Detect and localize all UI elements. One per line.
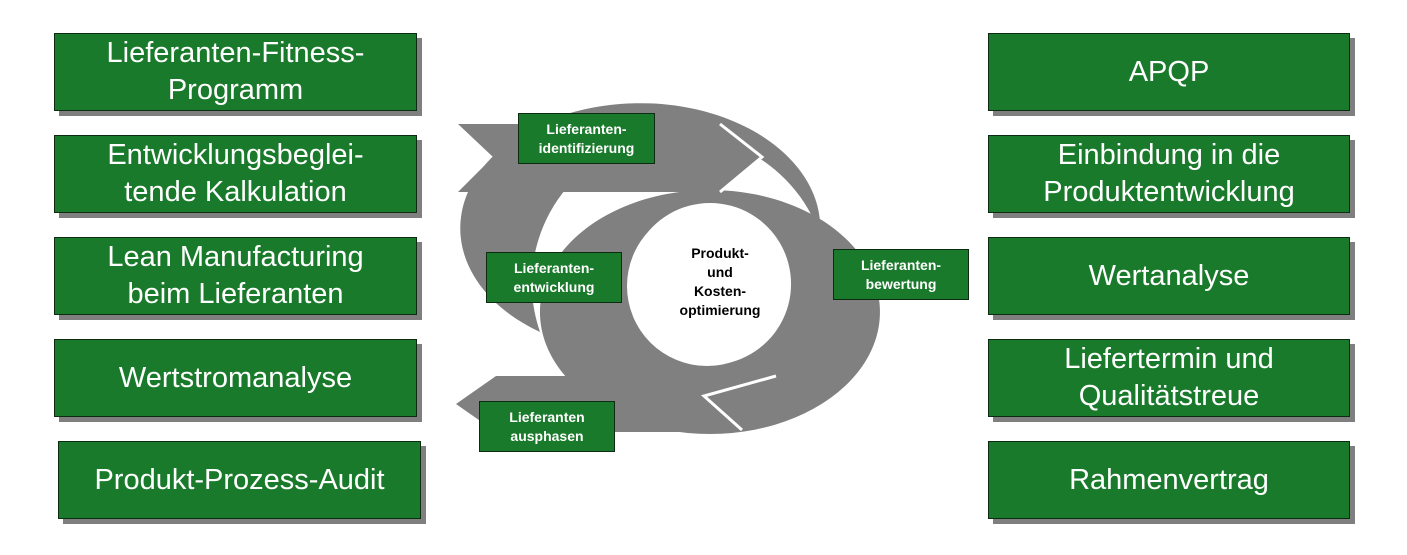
method-box-wertstrom: Wertstromanalyse xyxy=(54,339,417,417)
method-box-audit: Produkt-Prozess-Audit xyxy=(58,441,421,519)
method-box-produktentwicklung: Einbindung in die Produktentwicklung xyxy=(988,135,1350,213)
method-box-rahmenvertrag: Rahmenvertrag xyxy=(988,441,1350,519)
method-box-liefertermin: Liefertermin und Qualitätstreue xyxy=(988,339,1350,417)
ring-seam xyxy=(700,374,777,432)
method-box-kalkulation: Entwicklungsbeglei- tende Kalkulation xyxy=(54,135,417,213)
stage-label-entwicklung: Lieferanten- entwicklung xyxy=(486,252,622,303)
stage-label-identifizierung: Lieferanten- identifizierung xyxy=(518,113,655,164)
stage-label-ausphasen: Lieferanten ausphasen xyxy=(479,401,615,452)
method-box-apqp: APQP xyxy=(988,33,1350,111)
center-circle xyxy=(627,206,787,366)
cycle-ring-shape xyxy=(539,190,880,434)
stage-label-bewertung: Lieferanten- bewertung xyxy=(833,249,969,300)
method-box-fitness: Lieferanten-Fitness- Programm xyxy=(54,33,417,111)
method-box-lean: Lean Manufacturing beim Lieferanten xyxy=(54,237,417,315)
center-label: Produkt- und Kosten- optimierung xyxy=(679,245,761,318)
method-box-wertanalyse: Wertanalyse xyxy=(988,237,1350,315)
entry-arrow-outline xyxy=(719,122,765,194)
